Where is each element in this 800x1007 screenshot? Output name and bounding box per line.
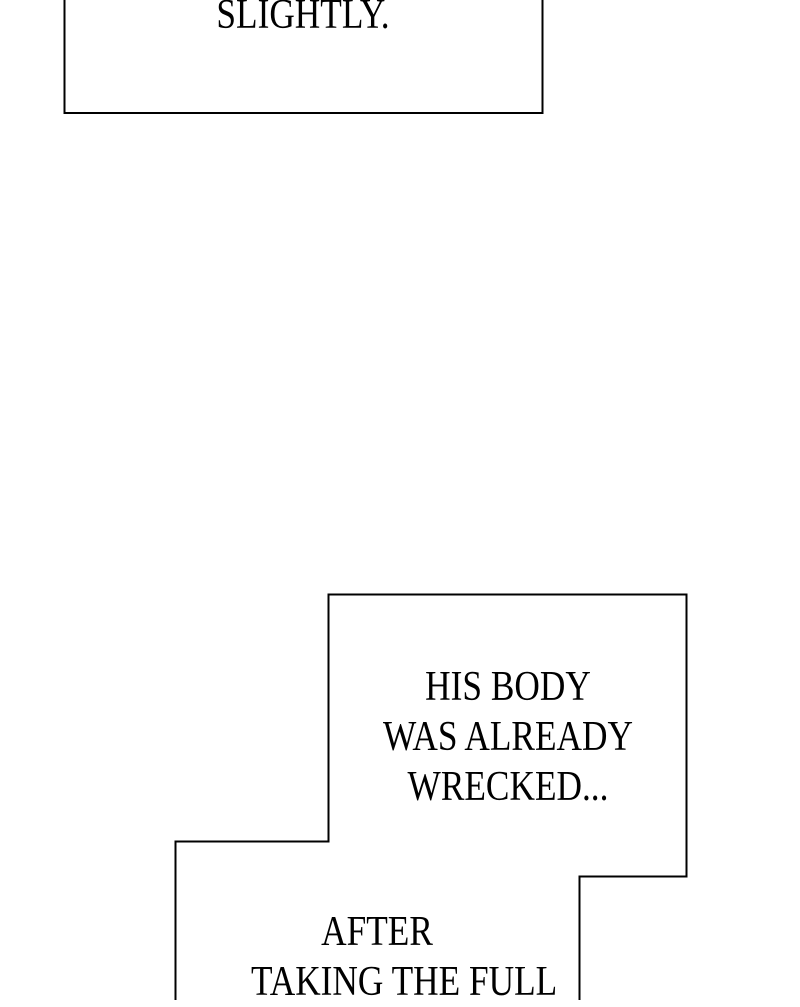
caption-line: WAS ALREADY — [383, 714, 633, 760]
caption-line: HIS BODY — [425, 664, 591, 710]
caption-box-stepped — [174, 593, 688, 1000]
caption-text-after: AFTER TAKING THE FULL — [227, 907, 558, 1007]
caption-box-top — [63, 0, 544, 114]
caption-line: SLIGHTLY. — [216, 0, 390, 38]
caption-line: AFTER — [321, 909, 433, 955]
caption-text-slightly: SLIGHTLY. — [64, 0, 542, 40]
caption-line: TAKING THE FULL — [251, 959, 558, 1005]
caption-text-body-wrecked: HIS BODY WAS ALREADY WRECKED... — [358, 662, 658, 812]
caption-line: WRECKED... — [407, 764, 609, 810]
